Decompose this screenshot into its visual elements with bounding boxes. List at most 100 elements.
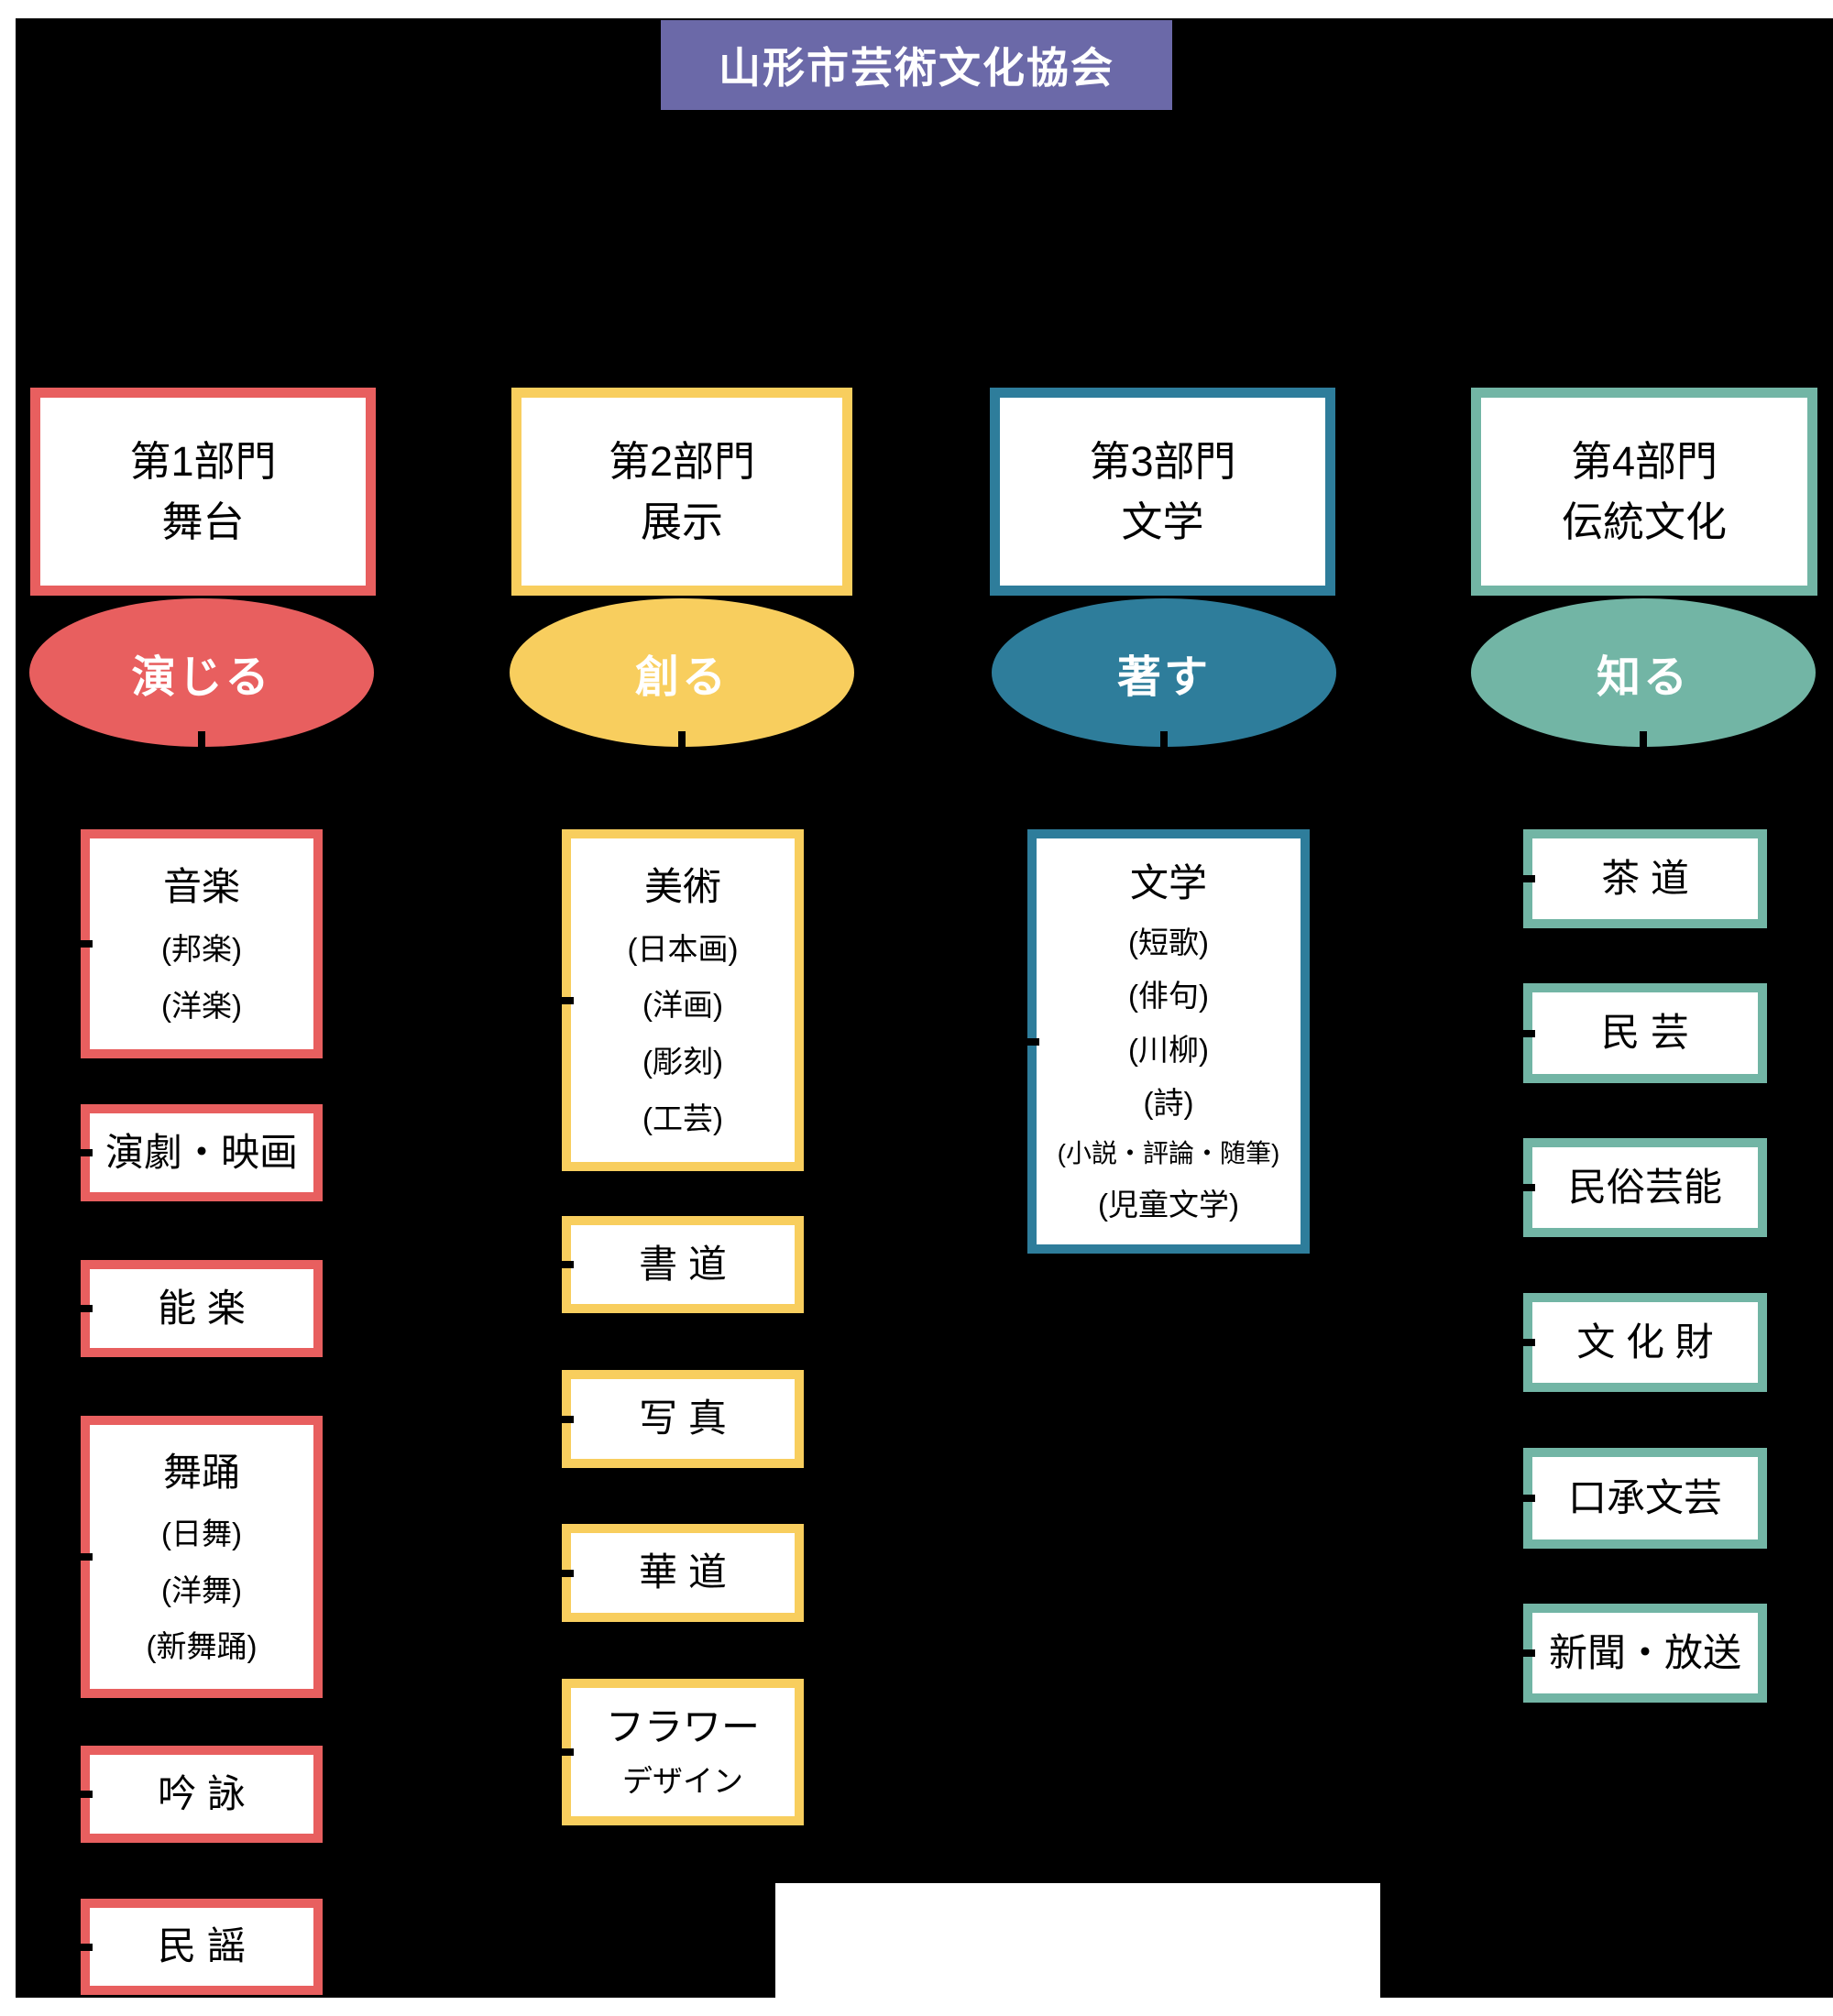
branch-tick [78, 940, 93, 948]
item-subitem: (新舞踊) [146, 1628, 258, 1663]
item-subitem: (日舞) [161, 1517, 242, 1551]
connector-tick [678, 731, 686, 768]
item-label: 能 楽 [158, 1286, 246, 1330]
item-label: 書 道 [639, 1242, 727, 1286]
item-subitem: (洋舞) [161, 1572, 242, 1607]
connector-tick [1640, 731, 1647, 768]
item-label: 文 化 財 [1576, 1320, 1714, 1364]
item-label: 民 謡 [158, 1924, 246, 1968]
item-label: 舞踊 [162, 1450, 240, 1494]
division-category: 展示 [640, 498, 723, 545]
division-category: 文学 [1121, 498, 1204, 545]
branch-tick [1520, 1339, 1535, 1346]
item-subitem: デザイン [622, 1764, 743, 1799]
item-box: 華 道 [562, 1524, 804, 1622]
branch-tick [1520, 1649, 1535, 1657]
activity-label: 演じる [131, 653, 272, 702]
branch-tick [78, 1305, 93, 1312]
connector-tick [198, 372, 205, 398]
item-subitem: (彫刻) [642, 1045, 723, 1079]
item-subitem: (工芸) [642, 1101, 723, 1136]
item-subitem: (短歌) [1128, 925, 1209, 959]
item-box: 民俗芸能 [1523, 1138, 1767, 1237]
branch-tick [559, 1748, 574, 1756]
item-subitem: (詩) [1143, 1086, 1194, 1121]
branch-tick [559, 1415, 574, 1423]
item-label: 華 道 [639, 1550, 727, 1594]
activity-ellipse: 創る [510, 598, 854, 747]
item-subitem: (日本画) [627, 931, 739, 966]
branch-tick [78, 1553, 93, 1561]
activity-ellipse: 知る [1471, 598, 1816, 747]
division-name: 第3部門 [1089, 438, 1236, 486]
item-subitem: (川柳) [1128, 1032, 1209, 1067]
activity-label: 著す [1116, 653, 1211, 702]
association-header-box: 山形市芸術文化協会 [661, 20, 1172, 110]
item-label: フラワー [605, 1705, 760, 1749]
branch-tick [559, 1569, 574, 1577]
item-label: 文学 [1129, 861, 1207, 905]
item-label: 民 芸 [1601, 1011, 1689, 1055]
item-label: 民俗芸能 [1567, 1165, 1722, 1209]
division-box: 第2部門展示 [511, 388, 852, 596]
item-box: 演劇・映画 [81, 1104, 323, 1201]
activity-label: 知る [1596, 653, 1690, 702]
item-box: 民 芸 [1523, 983, 1767, 1083]
division-name: 第1部門 [129, 438, 277, 486]
item-box: 能 楽 [81, 1260, 323, 1357]
branch-tick [1520, 1029, 1535, 1037]
branch-tick [1025, 1037, 1039, 1046]
item-box: 写 真 [562, 1370, 804, 1468]
item-box: 文学 (短歌) (俳句) (川柳) (詩) (小説・評論・随筆) (児童文学) [1027, 829, 1310, 1254]
item-label: 写 真 [639, 1397, 727, 1441]
branch-tick [78, 1791, 93, 1798]
item-label: 茶 道 [1601, 856, 1689, 900]
branch-tick [1520, 1495, 1535, 1502]
division-name: 第4部門 [1570, 438, 1718, 486]
division-name: 第2部門 [608, 438, 756, 486]
item-box: 吟 詠 [81, 1746, 323, 1843]
item-label: 音楽 [162, 864, 240, 908]
branch-tick [559, 1261, 574, 1268]
item-subitem: (洋画) [642, 988, 723, 1023]
item-box: 美術 (日本画) (洋画) (彫刻) (工芸) [562, 829, 804, 1171]
branch-tick [559, 996, 574, 1004]
branch-tick [1520, 1184, 1535, 1191]
item-label: 美術 [643, 864, 721, 908]
item-subitem: (洋楽) [161, 989, 242, 1023]
item-label: 吟 詠 [158, 1771, 246, 1815]
item-box: 舞踊 (日舞) (洋舞) (新舞踊) [81, 1416, 323, 1698]
division-box: 第3部門文学 [990, 388, 1335, 596]
connector-tick [678, 372, 686, 398]
division-box: 第1部門舞台 [30, 388, 376, 596]
item-label: 口承文芸 [1567, 1475, 1722, 1519]
item-subitem: (俳句) [1128, 979, 1209, 1013]
branch-tick [78, 1149, 93, 1156]
item-box: 文 化 財 [1523, 1293, 1767, 1392]
connector-tick [198, 731, 205, 768]
item-box: 民 謡 [81, 1899, 323, 1995]
item-label: 新聞・放送 [1548, 1630, 1741, 1674]
connector-tick [1160, 372, 1168, 398]
activity-ellipse: 演じる [29, 598, 374, 747]
item-box: 口承文芸 [1523, 1448, 1767, 1549]
item-subitem: (児童文学) [1098, 1187, 1239, 1222]
branch-tick [1520, 875, 1535, 882]
item-label: 演劇・映画 [104, 1130, 298, 1174]
item-box: 新聞・放送 [1523, 1604, 1767, 1703]
item-subitem: (邦楽) [161, 932, 242, 966]
division-category: 伝統文化 [1561, 498, 1727, 545]
item-box: フラワーデザイン [562, 1679, 804, 1825]
item-subitem: (小説・評論・随筆) [1057, 1139, 1280, 1168]
item-box: 書 道 [562, 1216, 804, 1313]
association-title: 山形市芸術文化協会 [719, 44, 1114, 92]
activity-label: 創る [634, 653, 729, 702]
item-box: 茶 道 [1523, 829, 1767, 928]
connector-tick [1160, 731, 1168, 768]
connector-tick [1640, 372, 1647, 398]
division-category: 舞台 [161, 498, 245, 545]
branch-tick [78, 1943, 93, 1951]
background-cutout [775, 1883, 1380, 1998]
item-box: 音楽 (邦楽) (洋楽) [81, 829, 323, 1058]
